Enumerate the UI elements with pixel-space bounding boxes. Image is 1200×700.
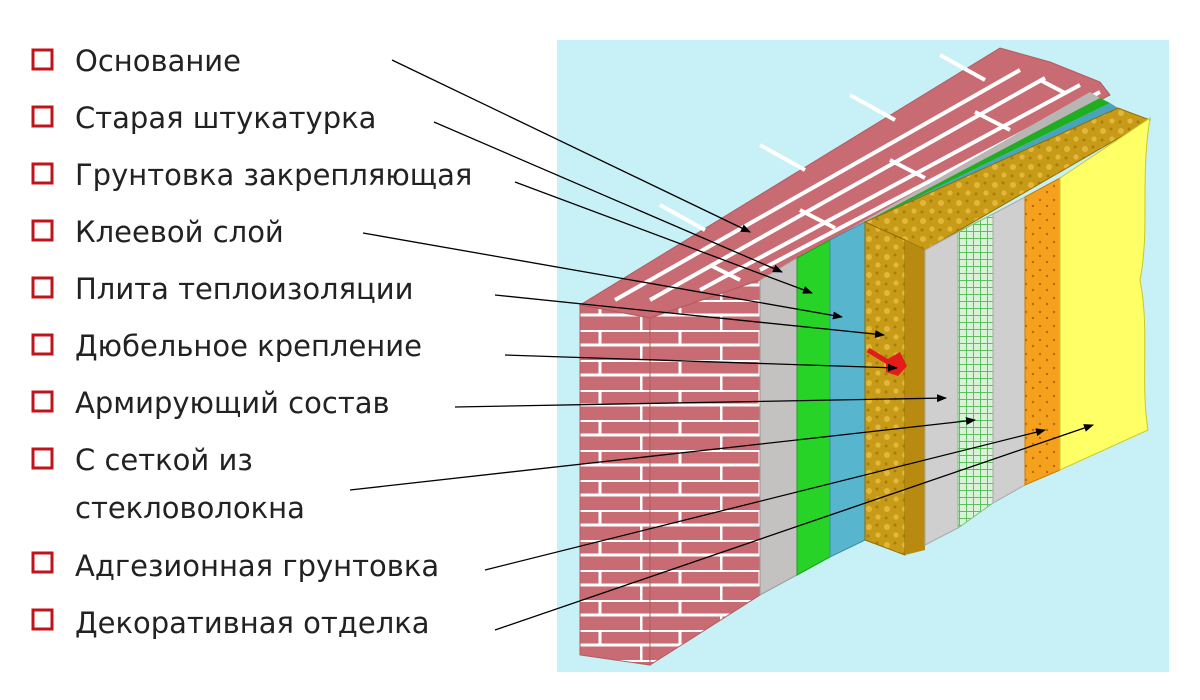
checkbox-icon (31, 276, 54, 299)
checkbox-icon (31, 551, 54, 574)
insulation-front (905, 240, 925, 555)
insulation-side (864, 221, 906, 556)
leader-line-dowel (504, 354, 898, 372)
adhesion-primer-layer (1024, 177, 1061, 486)
checkbox-icon (31, 333, 54, 356)
leader-line-adhesion-primer (484, 428, 1046, 571)
checkbox-icon (31, 48, 54, 71)
legend-label-adhesive: Клеевой слой (75, 215, 284, 249)
legend-label-decorative: Декоративная отделка (75, 606, 430, 640)
legend-item: Армирующий состав (31, 386, 390, 420)
legend-label-old-plaster: Старая штукатурка (75, 101, 376, 135)
legend-item: Основание (31, 44, 241, 78)
checkbox-icon (31, 390, 54, 413)
leader-line-insulation (494, 294, 885, 339)
checkbox-icon (31, 105, 54, 128)
leader-line-decorative (494, 424, 1094, 631)
legend-item: С сеткой из стекловолокна (31, 443, 305, 525)
legend-item: Клеевой слой (31, 215, 284, 249)
legend: Основание Старая штукатурка Грунтовка за… (31, 44, 472, 640)
reinforcing-layer (924, 231, 959, 546)
leader-line-old-plaster (433, 121, 783, 273)
legend-item: Адгезионная грунтовка (31, 549, 439, 583)
legend-label-adhesion-primer: Адгезионная грунтовка (75, 549, 439, 583)
legend-label-reinforcing: Армирующий состав (75, 386, 390, 420)
mesh-layer (957, 213, 994, 529)
leader-line-mesh (349, 417, 976, 491)
checkbox-icon (31, 162, 54, 185)
checkbox-icon (31, 219, 54, 242)
legend-label-mesh-line-2: стекловолокна (75, 491, 305, 525)
leader-line-primer (514, 181, 813, 294)
leader-line-base (391, 59, 751, 233)
legend-label-base: Основание (75, 44, 241, 78)
legend-label-dowel: Дюбельное крепление (75, 329, 422, 363)
checkbox-icon (31, 447, 54, 470)
leader-line-reinforcing (454, 394, 947, 408)
leader-line-adhesive (362, 232, 843, 320)
leader-lines (349, 59, 1094, 631)
decorative-finish-layer (1059, 116, 1151, 471)
legend-label-mesh-line-1: С сеткой из (75, 443, 253, 477)
legend-label-primer: Грунтовка закрепляющая (75, 158, 472, 192)
brick-top-face (578, 47, 1111, 319)
legend-label-insulation: Плита теплоизоляции (75, 272, 413, 306)
legend-item: Дюбельное крепление (31, 329, 422, 363)
checkbox-icon (31, 608, 54, 631)
adhesive-layer (829, 221, 866, 558)
legend-item: Старая штукатурка (31, 101, 376, 135)
legend-item: Грунтовка закрепляющая (31, 158, 472, 192)
legend-item: Плита теплоизоляции (31, 272, 413, 306)
legend-item: Декоративная отделка (31, 606, 430, 640)
